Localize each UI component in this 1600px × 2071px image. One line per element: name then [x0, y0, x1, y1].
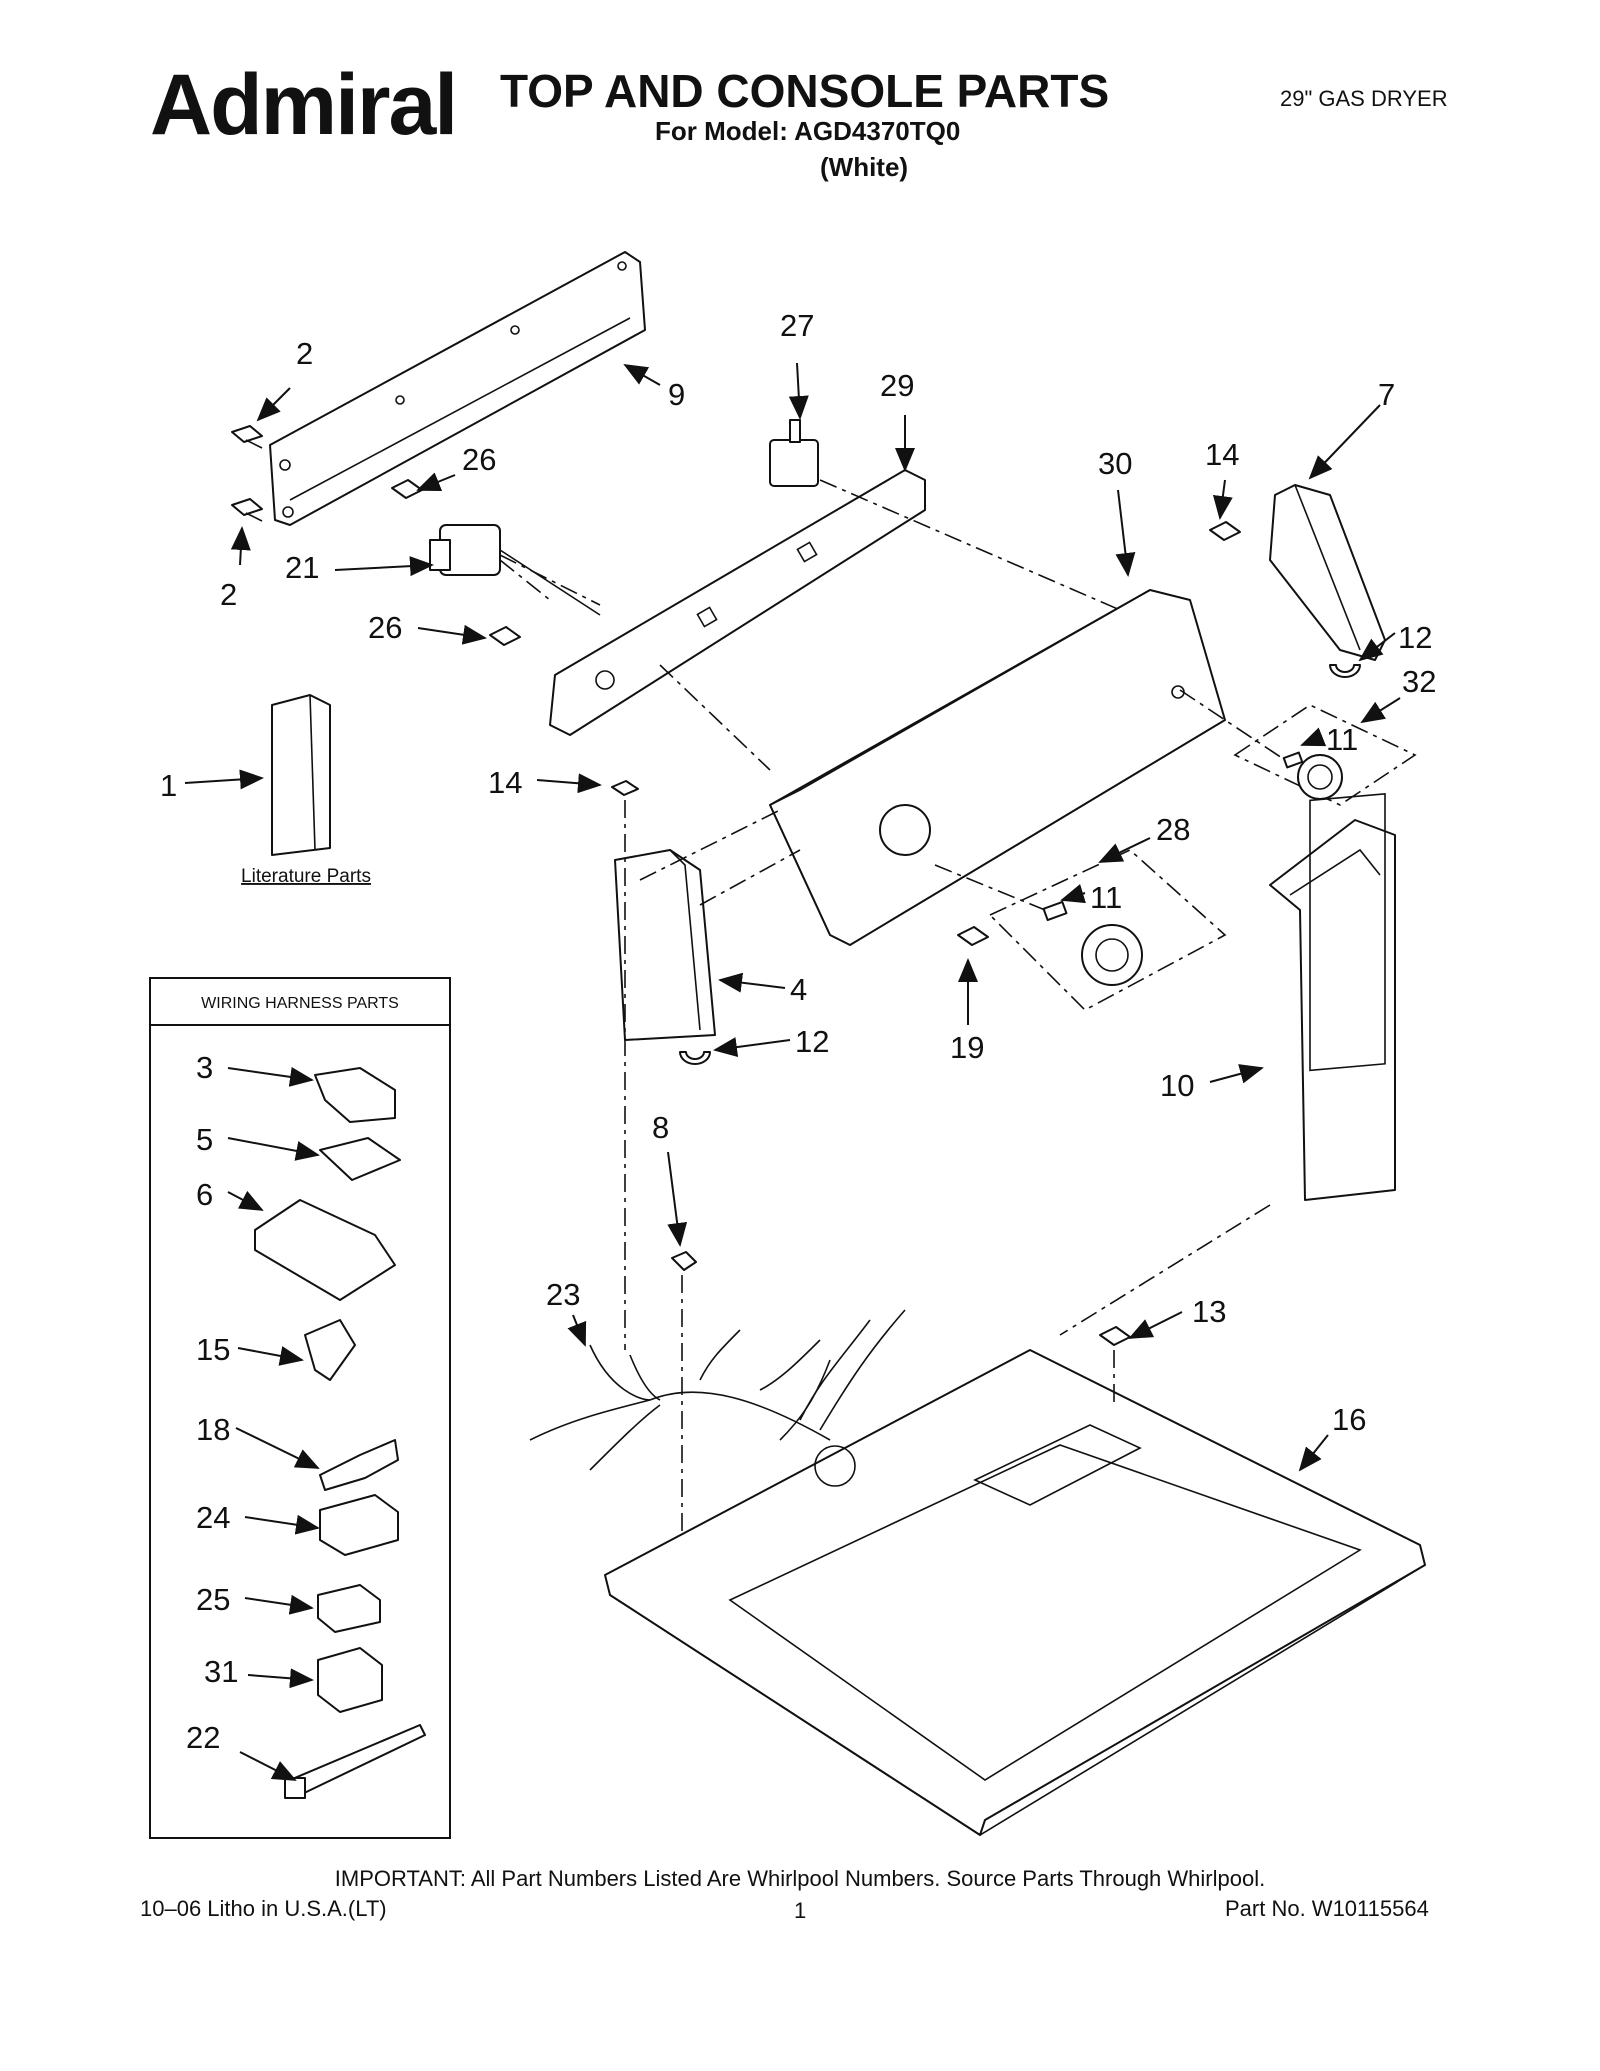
callout-4: 4: [790, 972, 807, 1007]
end-cap-part-7: [1269, 484, 1386, 661]
clip-part-12: [679, 664, 1361, 1065]
callout-harness-31: 31: [204, 1654, 238, 1689]
callout-9: 9: [668, 377, 685, 412]
literature-parts-label: Literature Parts: [241, 866, 371, 887]
callout-28: 28: [1156, 812, 1190, 847]
harness-connector-part-6: [254, 1199, 396, 1301]
important-notice: IMPORTANT: All Part Numbers Listed Are W…: [334, 1866, 1266, 1891]
callout-26-bottom: 26: [368, 610, 402, 645]
literature-book-part-1: [271, 694, 331, 856]
callout-harness-6: 6: [196, 1177, 213, 1212]
wiring-harness-parts-box: WIRING HARNESS PARTS: [149, 977, 451, 1839]
lint-filter-part-10: [1269, 792, 1396, 1201]
callout-12-top: 12: [1398, 620, 1432, 655]
callout-32: 32: [1402, 664, 1436, 699]
callout-13: 13: [1192, 1294, 1226, 1329]
callout-11-top: 11: [1326, 722, 1358, 757]
callout-21: 21: [285, 550, 319, 585]
harness-connector-part-5: [319, 1137, 401, 1181]
harness-connector-part-24: [319, 1494, 399, 1556]
callout-12-bottom: 12: [795, 1024, 829, 1059]
knob-kit-part-32: [1233, 704, 1417, 806]
screw-part-19: [957, 926, 989, 946]
part-number: Part No. W10115564: [1225, 1896, 1429, 1921]
callout-harness-3: 3: [196, 1050, 213, 1085]
callout-29: 29: [880, 368, 914, 403]
harness-clip-part-15: [304, 1319, 356, 1381]
litho-info: 10–06 Litho in U.S.A.(LT): [140, 1896, 387, 1921]
model-color: (White): [820, 152, 909, 182]
callout-harness-5: 5: [196, 1122, 213, 1157]
callout-23: 23: [546, 1277, 580, 1312]
page-title: TOP AND CONSOLE PARTS: [500, 65, 1110, 117]
callout-14-bottom: 14: [488, 765, 522, 800]
brand-logo: Admiral: [150, 57, 458, 153]
terminal-part-18: [319, 1439, 399, 1491]
callout-30: 30: [1098, 446, 1132, 481]
callout-7: 7: [1378, 377, 1395, 412]
rear-bracket-part-9: [269, 251, 646, 526]
dryer-top-part-16: [604, 1349, 1426, 1836]
cable-tie-head: [284, 1777, 306, 1799]
callout-harness-24: 24: [196, 1500, 230, 1535]
switch-part-21: [429, 524, 601, 616]
callout-1: 1: [160, 768, 177, 803]
console-bracket-part-29: [549, 469, 926, 736]
callout-14-top: 14: [1205, 437, 1239, 472]
screw-part-14: [611, 521, 1241, 1350]
callout-harness-25: 25: [196, 1582, 230, 1617]
callout-2-bottom: 2: [220, 577, 237, 612]
callout-16: 16: [1332, 1402, 1366, 1437]
console-panel-part-30: [769, 589, 1226, 946]
wiring-harness-title: WIRING HARNESS PARTS: [201, 995, 399, 1012]
wiring-harness-part-23: [529, 1309, 906, 1471]
model-number: For Model: AGD4370TQ0: [655, 116, 961, 146]
knob-kit-part-28: [988, 849, 1227, 1011]
callout-8: 8: [652, 1110, 669, 1145]
callout-27: 27: [780, 308, 814, 343]
end-cap-part-4: [614, 849, 716, 1041]
callout-26-top: 26: [462, 442, 496, 477]
callout-harness-18: 18: [196, 1412, 230, 1447]
callout-19: 19: [950, 1030, 984, 1065]
page-number: 1: [794, 1898, 807, 1923]
screw-part-2: [231, 425, 263, 522]
module-part-27: [769, 419, 819, 487]
harness-connector-part-31: [317, 1647, 383, 1713]
callout-10: 10: [1160, 1068, 1194, 1103]
harness-connector-part-3: [314, 1067, 396, 1123]
callout-11-bottom: 11: [1090, 880, 1122, 915]
callout-harness-22: 22: [186, 1720, 220, 1755]
callout-harness-15: 15: [196, 1332, 230, 1367]
cable-tie-part-22: [289, 1724, 426, 1796]
product-type: 29" GAS DRYER: [1280, 86, 1448, 111]
callout-2-top: 2: [296, 336, 313, 371]
harness-connector-part-25: [317, 1584, 381, 1633]
